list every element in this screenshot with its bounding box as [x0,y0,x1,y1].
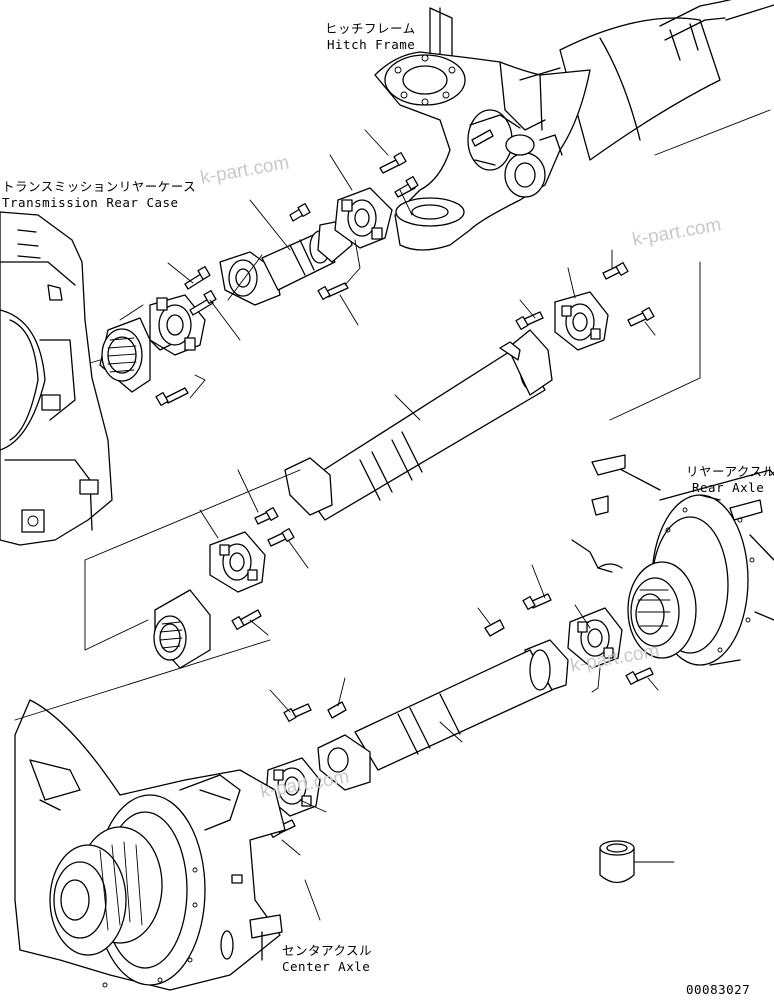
transmission-rear-case-label-en: Transmission Rear Case [2,195,179,210]
rear-axle-label-jp: リヤーアクスル [686,464,774,479]
upper-short-shaft [99,187,393,393]
hitch-frame-leader [654,109,771,156]
middle-leaders [84,249,701,651]
hitch-frame-label-jp: ヒッチフレーム [325,21,416,36]
lower-leaders [269,564,659,856]
lower-shaft [265,607,623,817]
long-middle-shaft [153,291,609,669]
upper-bolts [155,129,494,406]
rear-axle-label-en: Rear Axle [692,480,765,495]
middle-bolts [231,262,655,630]
hitch-frame-label-en: Hitch Frame [327,37,416,52]
center-axle [14,699,286,991]
transmission-rear-case [0,211,113,546]
drawing-number: 00083027 [686,982,751,997]
hitch-frame-assembly [374,0,774,251]
center-axle-leader-line [14,639,271,721]
transmission-rear-case-label-jp: トランスミッションリヤーケース [2,179,197,194]
center-axle-label-jp: センタアクスル [282,943,373,958]
bushing-part [599,840,675,884]
rear-axle [571,454,774,666]
center-axle-label-en: Center Axle [282,959,371,974]
center-axle-leader-line-2 [304,879,321,921]
